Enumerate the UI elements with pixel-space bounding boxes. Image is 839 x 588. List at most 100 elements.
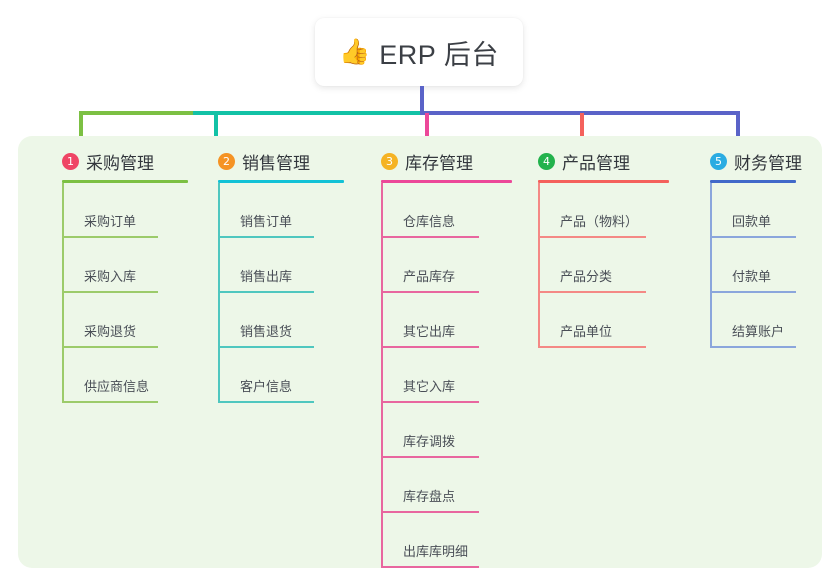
bus-segment-teal (193, 111, 425, 115)
mindmap-column: 4 产品管理产品（物料） 产品分类产品单位 (516, 136, 691, 348)
column-title: 产品管理 (562, 153, 630, 173)
root-node-card[interactable]: 👍 ERP 后台 (315, 18, 523, 86)
leaf-label: 销售出库 (240, 269, 293, 284)
leaf-rule (381, 236, 479, 238)
leaf-node[interactable]: 付款单 (710, 238, 818, 293)
column-spine (538, 183, 540, 348)
mindmap-column: 5 财务管理回款单付款单结算账户 (688, 136, 818, 348)
column-body: 销售订单销售出库销售退货客户信息 (218, 183, 366, 403)
leaf-rule (62, 346, 158, 348)
leaf-label: 库存调拨 (403, 434, 456, 449)
leaf-node[interactable]: 库存盘点 (381, 458, 534, 513)
column-title: 采购管理 (86, 153, 154, 173)
leaf-rule (710, 236, 796, 238)
drop-connector-2 (214, 113, 218, 139)
leaf-label: 产品库存 (403, 269, 456, 284)
column-index-badge: 1 (62, 152, 79, 170)
column-rule (218, 180, 344, 183)
leaf-rule (62, 236, 158, 238)
leaf-node[interactable]: 库存调拨 (381, 403, 534, 458)
leaf-rule (62, 401, 158, 403)
leaf-rule (381, 346, 479, 348)
leaf-node[interactable]: 采购入库 (62, 238, 210, 293)
column-body: 采购订单采购入库采购退货供应商信息 (62, 183, 210, 403)
leaf-label: 结算账户 (732, 324, 785, 339)
column-title: 销售管理 (242, 153, 310, 173)
leaf-rule (710, 346, 796, 348)
column-rule (381, 180, 512, 183)
leaf-label: 产品分类 (560, 269, 613, 284)
leaf-label: 供应商信息 (84, 379, 150, 394)
leaf-node[interactable]: 结算账户 (710, 293, 818, 348)
bus-segment-green (79, 111, 214, 115)
leaf-rule (381, 291, 479, 293)
leaf-label: 仓库信息 (403, 214, 456, 229)
column-spine (62, 183, 64, 403)
leaf-label: 销售退货 (240, 324, 293, 339)
column-title: 财务管理 (734, 153, 802, 173)
leaf-label: 回款单 (732, 214, 772, 229)
leaf-node[interactable]: 产品单位 (538, 293, 691, 348)
drop-connector-5 (736, 113, 740, 139)
column-rule (62, 180, 188, 183)
drop-connector-1 (79, 113, 83, 139)
leaf-rule (218, 346, 314, 348)
leaf-node[interactable]: 客户信息 (218, 348, 366, 403)
leaf-rule (381, 401, 479, 403)
leaf-node[interactable]: 供应商信息 (62, 348, 210, 403)
column-header[interactable]: 4 产品管理 (516, 148, 691, 174)
leaf-label: 出库库明细 (403, 544, 469, 559)
leaf-label: 其它入库 (403, 379, 456, 394)
leaf-label: 销售订单 (240, 214, 293, 229)
column-header[interactable]: 5 财务管理 (688, 148, 818, 174)
leaf-label: 采购订单 (84, 214, 137, 229)
column-index-badge: 4 (538, 152, 555, 170)
leaf-node[interactable]: 产品（物料） (538, 183, 691, 238)
leaf-rule (538, 291, 646, 293)
leaf-node[interactable]: 销售出库 (218, 238, 366, 293)
leaf-rule (218, 291, 314, 293)
leaf-rule (538, 236, 646, 238)
leaf-label: 产品单位 (560, 324, 613, 339)
column-spine (218, 183, 220, 403)
leaf-label: 其它出库 (403, 324, 456, 339)
column-spine (710, 183, 712, 348)
leaf-rule (218, 236, 314, 238)
leaf-node[interactable]: 其它入库 (381, 348, 534, 403)
leaf-node[interactable]: 销售退货 (218, 293, 366, 348)
leaf-label: 客户信息 (240, 379, 293, 394)
column-header[interactable]: 1 采购管理 (40, 148, 210, 174)
leaf-node[interactable]: 回款单 (710, 183, 818, 238)
column-body: 产品（物料） 产品分类产品单位 (538, 183, 691, 348)
leaf-node[interactable]: 采购退货 (62, 293, 210, 348)
leaf-node[interactable]: 采购订单 (62, 183, 210, 238)
column-rule (710, 180, 796, 183)
drop-connector-3 (425, 113, 429, 139)
drop-connector-4 (580, 113, 584, 139)
column-body: 回款单付款单结算账户 (710, 183, 818, 348)
leaf-node[interactable]: 产品库存 (381, 238, 534, 293)
leaf-rule (538, 346, 646, 348)
column-index-badge: 5 (710, 152, 727, 170)
leaf-label: 产品（物料） (560, 214, 639, 229)
leaf-rule (381, 456, 479, 458)
leaf-rule (381, 511, 479, 513)
leaf-rule (710, 291, 796, 293)
leaf-node[interactable]: 产品分类 (538, 238, 691, 293)
leaf-label: 付款单 (732, 269, 772, 284)
leaf-rule (62, 291, 158, 293)
leaf-node[interactable]: 仓库信息 (381, 183, 534, 238)
leaf-node[interactable]: 销售订单 (218, 183, 366, 238)
leaf-label: 采购入库 (84, 269, 137, 284)
page-title: ERP 后台 (379, 39, 499, 70)
column-title: 库存管理 (405, 153, 473, 173)
leaf-node[interactable]: 出库库明细 (381, 513, 534, 568)
trunk-connector (420, 86, 424, 113)
leaf-node[interactable]: 其它出库 (381, 293, 534, 348)
column-rule (538, 180, 669, 183)
